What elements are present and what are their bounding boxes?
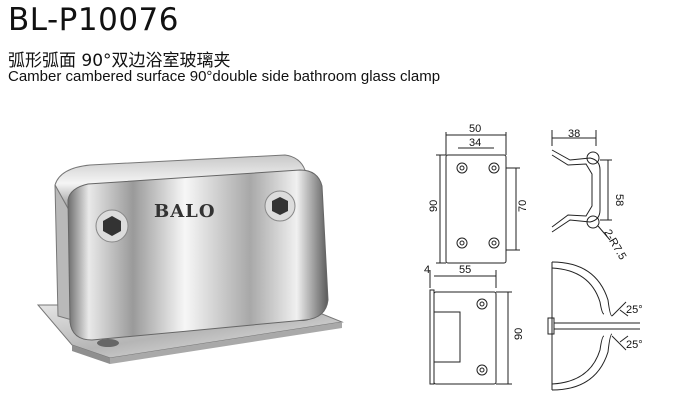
dim-bottom-width: 55 (459, 264, 471, 276)
clamp-photo (36, 154, 344, 364)
brand-logo: BALO (154, 201, 216, 222)
model-title: BL-P10076 (8, 2, 179, 38)
dim-front-width: 50 (469, 123, 481, 135)
product-name-cn: 弧形弧面 90°双边浴室玻璃夹 (8, 51, 231, 71)
base-screw-hole-left (97, 339, 119, 347)
dim-front-height: 90 (428, 200, 440, 212)
bolt-right-icon (264, 190, 296, 222)
front-view (436, 132, 520, 264)
angle-view (547, 261, 640, 391)
dim-bottom-height: 90 (513, 328, 525, 340)
bolt-left-icon (95, 209, 129, 243)
dim-front-inner-width: 34 (469, 137, 481, 149)
side-view (551, 130, 612, 241)
dim-side-radius: 2-R7.5 (601, 228, 628, 263)
dim-angle-top: 25° (626, 304, 643, 316)
dim-bottom-thickness: 4 (424, 264, 430, 276)
product-name-en: Camber cambered surface 90°double side b… (8, 68, 441, 85)
dim-side-height: 58 (613, 194, 625, 206)
dim-front-hole-height: 70 (517, 200, 529, 212)
bottom-view (429, 270, 512, 385)
dim-angle-bottom: 25° (626, 339, 643, 351)
dim-side-depth: 38 (568, 128, 580, 140)
